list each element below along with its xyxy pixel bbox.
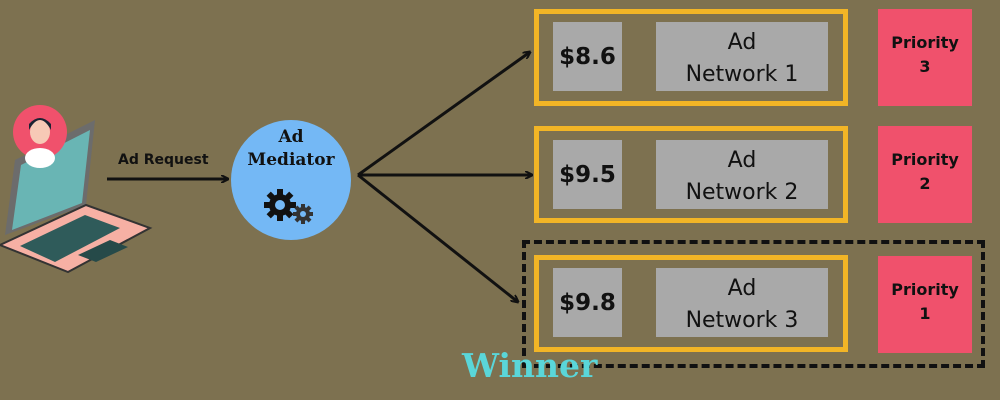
laptop-user-icon (0, 105, 153, 274)
ad-network-1-priority: Priority 3 (878, 9, 972, 106)
winner-highlight-frame (522, 240, 985, 368)
ad-network-2-name-line1: Ad (727, 148, 757, 173)
fanout-arrows (357, 52, 532, 302)
ad-network-1-priority-label: Priority (891, 33, 959, 52)
ad-request-label: Ad Request (118, 152, 209, 168)
ad-network-1-name: Ad Network 1 (656, 22, 828, 91)
ad-network-2-name-line2: Network 2 (685, 180, 799, 205)
ad-mediator-label-line1: Ad (278, 127, 304, 147)
ad-network-3-card (534, 255, 848, 352)
ad-network-2-name: Ad Network 2 (656, 140, 828, 209)
winner-label: Winner (462, 346, 598, 385)
ad-network-1-card (534, 9, 848, 106)
ad-network-2-card (534, 126, 848, 223)
ad-mediator-label-line2: Mediator (247, 150, 335, 170)
ad-network-2-priority-label: Priority (891, 150, 959, 169)
ad-network-3-priority: Priority 1 (878, 256, 972, 353)
ad-network-1-priority-value: 3 (919, 57, 931, 76)
ad-network-3-bid: $9.8 (553, 268, 622, 337)
ad-network-2-priority-value: 2 (919, 174, 931, 193)
ad-mediator-label: Ad Mediator (231, 126, 351, 172)
ad-network-3-priority-label: Priority (891, 280, 959, 299)
ad-network-1-bid: $8.6 (553, 22, 622, 91)
ad-network-3-priority-value: 1 (919, 304, 931, 323)
ad-network-1-name-line2: Network 1 (685, 62, 799, 87)
ad-network-3-name-line1: Ad (727, 276, 757, 301)
gears-icon (264, 189, 313, 224)
ad-network-3-name-line2: Network 3 (685, 308, 799, 333)
ad-network-2-bid: $9.5 (553, 140, 622, 209)
ad-network-2-priority: Priority 2 (878, 126, 972, 223)
ad-mediator-node (231, 120, 351, 240)
ad-network-1-name-line1: Ad (727, 30, 757, 55)
ad-network-3-name: Ad Network 3 (656, 268, 828, 337)
